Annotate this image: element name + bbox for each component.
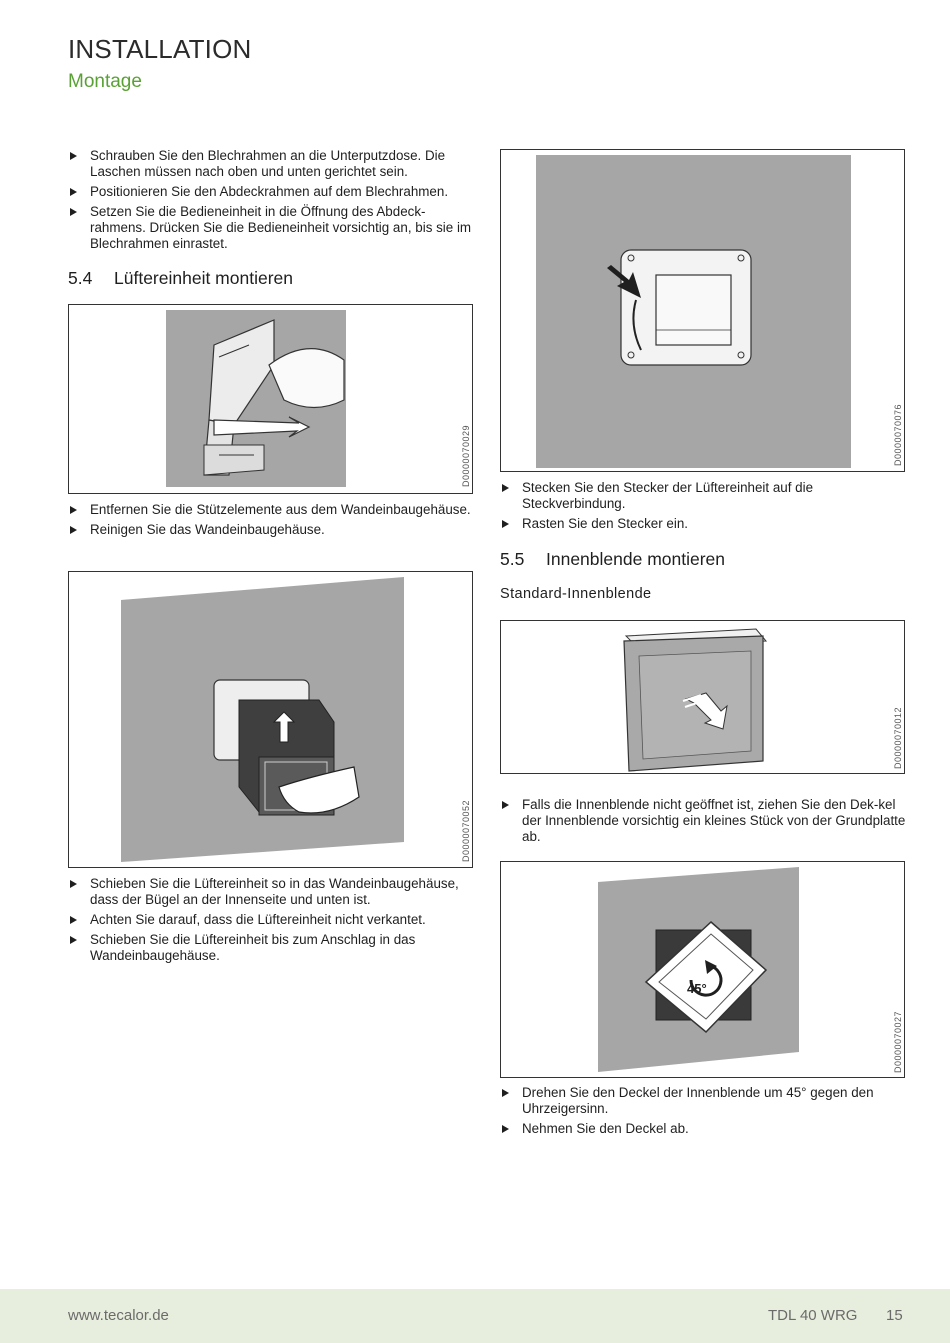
- illustration-remove-supports: [166, 310, 346, 487]
- bullet-arrow-icon: [70, 506, 77, 514]
- list-item: Setzen Sie die Bedieneinheit in die Öffn…: [68, 204, 478, 252]
- section-heading-5-5: 5.5 Innenblende montieren: [500, 549, 725, 570]
- bullet-arrow-icon: [70, 208, 77, 216]
- footer-url: www.tecalor.de: [68, 1307, 169, 1324]
- list-item: Stecken Sie den Stecker der Lüftereinhei…: [500, 480, 910, 512]
- figure-code: D0000070029: [461, 424, 471, 487]
- list-item: Schieben Sie die Lüftereinheit bis zum A…: [68, 932, 478, 964]
- bullet-list-top: Schrauben Sie den Blechrahmen an die Unt…: [68, 148, 478, 256]
- angle-label: 45°: [687, 981, 707, 996]
- section-title: Innenblende montieren: [546, 549, 726, 569]
- illustration-open-cover: [623, 628, 768, 772]
- list-item: Reinigen Sie das Wandeinbaugehäuse.: [68, 522, 478, 538]
- figure-connect-plug: D0000070076: [500, 149, 905, 472]
- list-item: Schrauben Sie den Blechrahmen an die Unt…: [68, 148, 478, 180]
- bullet-list-bottom: Schieben Sie die Lüftereinheit so in das…: [68, 876, 478, 968]
- section-heading-5-4: 5.4 Lüftereinheit montieren: [68, 268, 293, 289]
- bullet-arrow-icon: [502, 801, 509, 809]
- list-item: Nehmen Sie den Deckel ab.: [500, 1121, 910, 1137]
- bullet-arrow-icon: [502, 1089, 509, 1097]
- bullet-arrow-icon: [502, 1125, 509, 1133]
- bullet-arrow-icon: [502, 520, 509, 528]
- page-number: 15: [886, 1307, 903, 1324]
- list-item: Drehen Sie den Deckel der Innenblende um…: [500, 1085, 910, 1117]
- figure-rotate-cover: 45° D0000070027: [500, 861, 905, 1078]
- figure-open-cover: D0000070012: [500, 620, 905, 774]
- bullet-list-b: Falls die Innenblende nicht geöffnet ist…: [500, 797, 910, 849]
- bullet-arrow-icon: [70, 916, 77, 924]
- bullet-list-c: Drehen Sie den Deckel der Innenblende um…: [500, 1085, 910, 1141]
- illustration-connect-plug: [536, 155, 851, 468]
- list-item: Falls die Innenblende nicht geöffnet ist…: [500, 797, 910, 845]
- figure-code: D0000070052: [461, 799, 471, 862]
- list-item: Achten Sie darauf, dass die Lüftereinhei…: [68, 912, 478, 928]
- page-footer: www.tecalor.de TDL 40 WRG 15: [0, 1289, 950, 1343]
- section-title: Lüftereinheit montieren: [114, 268, 293, 288]
- figure-insert-fan-unit: D0000070052: [68, 571, 473, 868]
- section-number: 5.4: [68, 268, 93, 288]
- figure-code: D0000070076: [893, 403, 903, 466]
- footer-model: TDL 40 WRG: [768, 1307, 858, 1324]
- list-item: Positionieren Sie den Abdeckrahmen auf d…: [68, 184, 478, 200]
- bullet-arrow-icon: [70, 936, 77, 944]
- bullet-list-a: Stecken Sie den Stecker der Lüftereinhei…: [500, 480, 910, 536]
- illustration-rotate-cover: 45°: [598, 867, 799, 1072]
- figure-remove-supports: D0000070029: [68, 304, 473, 494]
- page-subtitle: Montage: [68, 71, 142, 92]
- bullet-arrow-icon: [70, 526, 77, 534]
- bullet-arrow-icon: [70, 188, 77, 196]
- bullet-arrow-icon: [502, 484, 509, 492]
- bullet-arrow-icon: [70, 152, 77, 160]
- bullet-list-mid: Entfernen Sie die Stützelemente aus dem …: [68, 502, 478, 542]
- subheading: Standard-Innenblende: [500, 586, 652, 602]
- page-title: INSTALLATION: [68, 34, 252, 64]
- figure-code: D0000070012: [893, 706, 903, 769]
- section-number: 5.5: [500, 549, 525, 569]
- figure-code: D0000070027: [893, 1010, 903, 1073]
- bullet-arrow-icon: [70, 880, 77, 888]
- list-item: Entfernen Sie die Stützelemente aus dem …: [68, 502, 478, 518]
- list-item: Rasten Sie den Stecker ein.: [500, 516, 910, 532]
- illustration-insert-fan-unit: [121, 577, 404, 862]
- list-item: Schieben Sie die Lüftereinheit so in das…: [68, 876, 478, 908]
